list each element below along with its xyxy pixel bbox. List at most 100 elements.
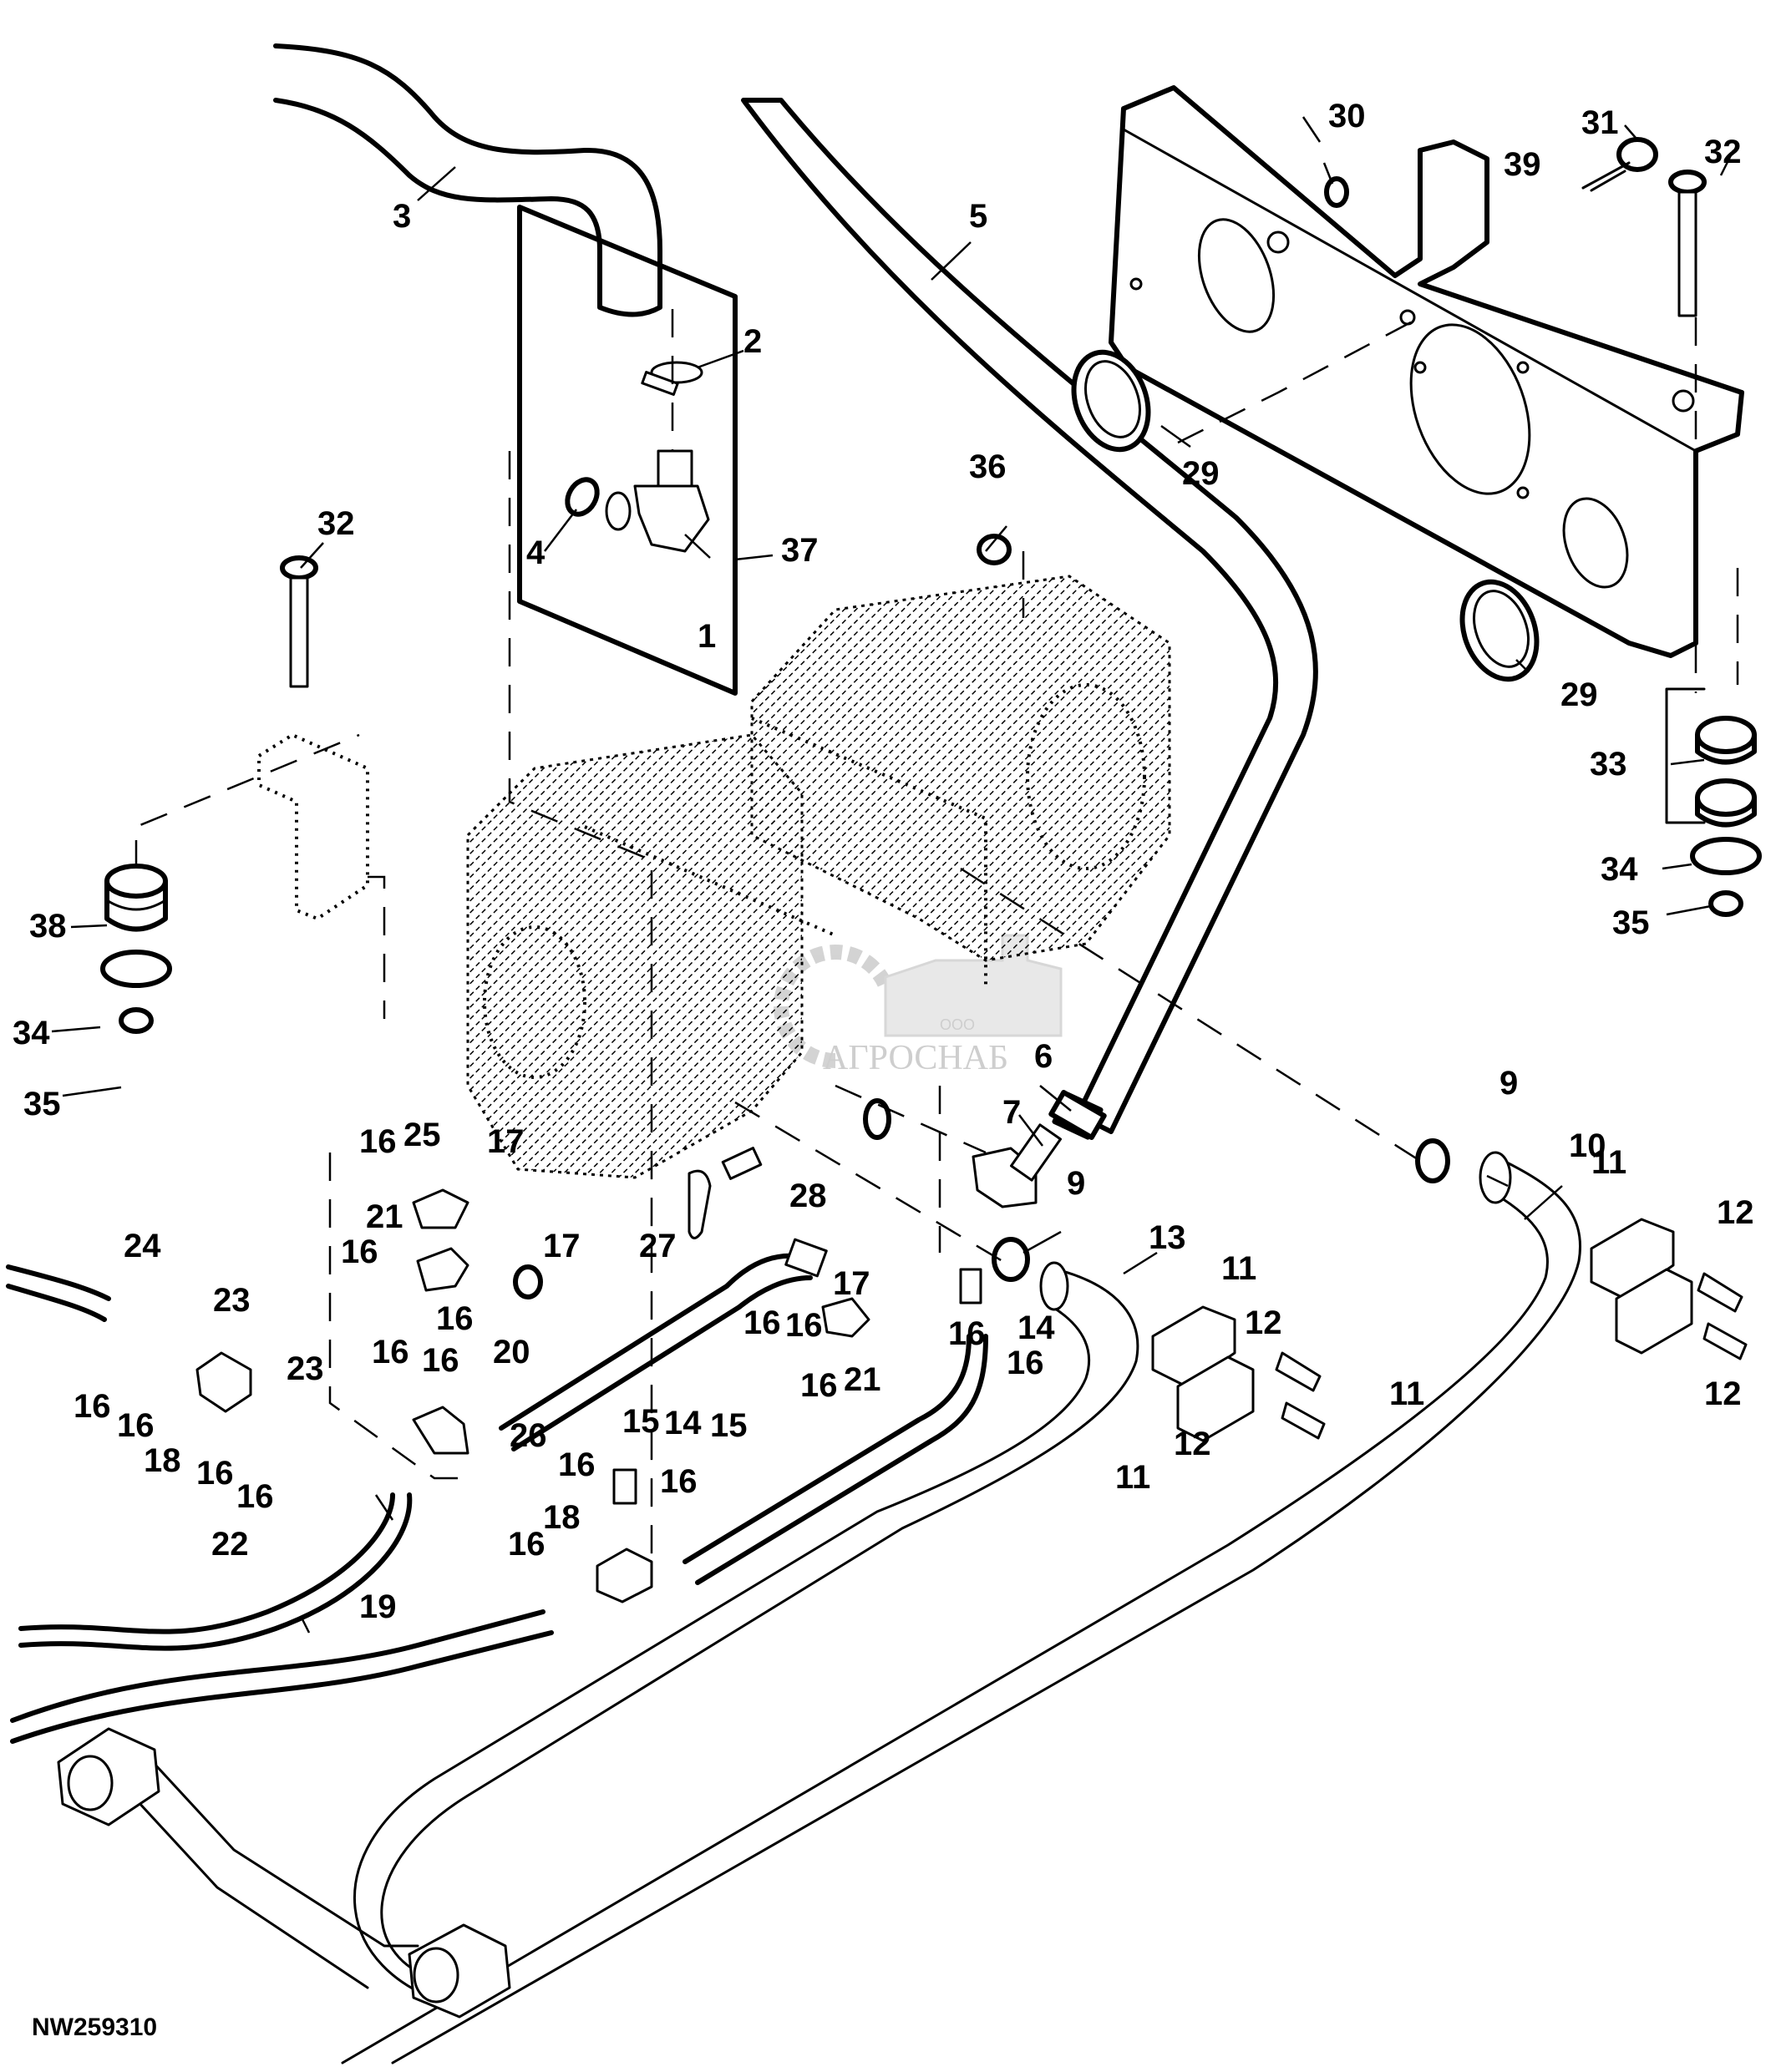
- callout-19[interactable]: 19: [359, 1588, 397, 1625]
- callout-31[interactable]: 31: [1581, 104, 1619, 141]
- part-36-plug[interactable]: [977, 534, 1012, 565]
- callout-35-right[interactable]: 35: [1612, 904, 1650, 941]
- part-1-elbow-fitting[interactable]: [605, 449, 710, 553]
- callout-29-upper[interactable]: 29: [1182, 455, 1220, 492]
- callout-38[interactable]: 38: [29, 908, 67, 945]
- callout-33[interactable]: 33: [1590, 746, 1627, 783]
- callout-20[interactable]: 20: [493, 1334, 530, 1370]
- callout-15-lower[interactable]: 15: [710, 1407, 748, 1444]
- callout-16-a[interactable]: 16: [359, 1123, 397, 1160]
- callout-17-a[interactable]: 17: [487, 1123, 525, 1160]
- callout-7[interactable]: 7: [1002, 1094, 1021, 1131]
- part-37-fitting-kit[interactable]: [517, 205, 738, 696]
- callout-34-left[interactable]: 34: [13, 1015, 50, 1051]
- callout-14-right[interactable]: 14: [1017, 1310, 1055, 1346]
- callout-4[interactable]: 4: [526, 534, 545, 571]
- part-11-flange-clamp-left[interactable]: [1151, 1305, 1255, 1442]
- callout-30[interactable]: 30: [1328, 98, 1366, 134]
- callout-16-o[interactable]: 16: [1007, 1345, 1044, 1381]
- part-29-seal-upper[interactable]: [1061, 342, 1161, 459]
- callout-27[interactable]: 27: [639, 1228, 677, 1264]
- callout-16-m[interactable]: 16: [743, 1304, 781, 1341]
- callout-16-i[interactable]: 16: [236, 1478, 274, 1515]
- callout-11-right-top[interactable]: 11: [1591, 1144, 1626, 1181]
- callout-39[interactable]: 39: [1504, 146, 1541, 183]
- part-34-washer-right[interactable]: [1690, 837, 1762, 875]
- part-39-washer[interactable]: [1324, 176, 1349, 208]
- callout-16-f[interactable]: 16: [74, 1388, 111, 1425]
- callout-9-lower[interactable]: 9: [1067, 1165, 1085, 1202]
- part-24-hose[interactable]: [6, 1264, 111, 1322]
- part-20-cap[interactable]: [513, 1264, 543, 1299]
- callout-23-upper[interactable]: 23: [213, 1282, 251, 1319]
- callout-37[interactable]: 37: [781, 532, 819, 569]
- callout-35-left[interactable]: 35: [23, 1086, 61, 1122]
- part-35-nut-right[interactable]: [1708, 890, 1743, 917]
- part-12-flange-bolts-right[interactable]: [1697, 1272, 1748, 1360]
- callout-16-d[interactable]: 16: [372, 1334, 409, 1370]
- callout-34-right[interactable]: 34: [1601, 851, 1638, 888]
- callout-10[interactable]: 10: [1569, 1127, 1606, 1164]
- part-26-elbow-fitting[interactable]: [412, 1406, 469, 1455]
- part-13-tube[interactable]: [353, 1261, 1139, 2006]
- part-21-fitting-left[interactable]: [416, 1247, 469, 1292]
- callout-12-left-bottom[interactable]: 12: [1174, 1426, 1211, 1462]
- part-7-elbow-fitting[interactable]: [972, 1123, 1062, 1208]
- callout-11-left-top[interactable]: 11: [1221, 1250, 1256, 1287]
- callout-15-upper[interactable]: 15: [622, 1403, 660, 1440]
- callout-17-c[interactable]: 17: [833, 1265, 870, 1302]
- part-9-o-ring-right[interactable]: [1415, 1138, 1450, 1183]
- part-15-hose-lower[interactable]: [682, 1334, 988, 1585]
- part-21-fitting-right[interactable]: [821, 1297, 870, 1338]
- callout-16-q[interactable]: 16: [948, 1315, 986, 1352]
- callout-16-k[interactable]: 16: [660, 1463, 698, 1500]
- callout-12-right-top[interactable]: 12: [1717, 1194, 1754, 1231]
- callout-18-left[interactable]: 18: [144, 1442, 181, 1479]
- part-14-adapter-lower[interactable]: [612, 1468, 637, 1505]
- callout-36[interactable]: 36: [969, 448, 1007, 485]
- part-6-hose-clamp[interactable]: [1048, 1090, 1107, 1140]
- part-38-isolator-mount[interactable]: [104, 864, 168, 932]
- callout-24[interactable]: 24: [124, 1228, 161, 1264]
- callout-21-left[interactable]: 21: [366, 1198, 403, 1235]
- callout-11-left-bottom[interactable]: 11: [1115, 1459, 1150, 1496]
- callout-3[interactable]: 3: [393, 198, 411, 235]
- callout-1[interactable]: 1: [698, 618, 716, 655]
- callout-12-left-top[interactable]: 12: [1245, 1304, 1282, 1341]
- callout-9-right[interactable]: 9: [1499, 1065, 1518, 1102]
- part-33-isolator-mount[interactable]: [1665, 687, 1757, 828]
- callout-12-right-bottom[interactable]: 12: [1704, 1375, 1742, 1412]
- callout-16-g[interactable]: 16: [117, 1407, 155, 1444]
- callout-32-right[interactable]: 32: [1704, 134, 1742, 170]
- part-14-adapter-right[interactable]: [959, 1268, 982, 1304]
- callout-17-b[interactable]: 17: [543, 1228, 581, 1264]
- part-34-washer-left[interactable]: [100, 950, 172, 988]
- callout-21-right[interactable]: 21: [844, 1361, 881, 1398]
- part-2-hose-clamp[interactable]: [641, 361, 703, 396]
- part-35-nut-left[interactable]: [119, 1007, 154, 1034]
- callout-16-h[interactable]: 16: [196, 1455, 234, 1492]
- part-32-bolt-left[interactable]: [280, 555, 318, 688]
- callout-16-n[interactable]: 16: [800, 1367, 838, 1404]
- callout-28[interactable]: 28: [789, 1178, 827, 1214]
- callout-16-p[interactable]: 16: [785, 1307, 823, 1344]
- part-4-o-ring[interactable]: [561, 474, 603, 519]
- part-27-clip[interactable]: [688, 1169, 712, 1239]
- callout-29-lower[interactable]: 29: [1560, 676, 1598, 713]
- callout-32-left[interactable]: 32: [317, 505, 355, 542]
- part-10-tube[interactable]: [341, 1151, 1581, 2064]
- part-11-flange-clamp-right[interactable]: [1590, 1218, 1693, 1355]
- part-9-o-ring-lower[interactable]: [992, 1237, 1030, 1282]
- part-15-hose-upper[interactable]: [499, 1238, 828, 1451]
- part-22-hose[interactable]: [18, 1492, 413, 1651]
- part-28-fitting[interactable]: [721, 1147, 763, 1180]
- part-30-mounting-bracket[interactable]: [1109, 85, 1744, 658]
- part-31-cap-screw[interactable]: [1581, 137, 1658, 192]
- part-18-tee-fitting-left[interactable]: [195, 1351, 252, 1413]
- part-29-seal-lower[interactable]: [1449, 571, 1550, 689]
- callout-23-lower[interactable]: 23: [287, 1350, 324, 1387]
- callout-16-j[interactable]: 16: [558, 1446, 596, 1483]
- callout-16-b[interactable]: 16: [341, 1234, 378, 1270]
- callout-16-e[interactable]: 16: [422, 1342, 459, 1379]
- callout-22[interactable]: 22: [211, 1526, 249, 1563]
